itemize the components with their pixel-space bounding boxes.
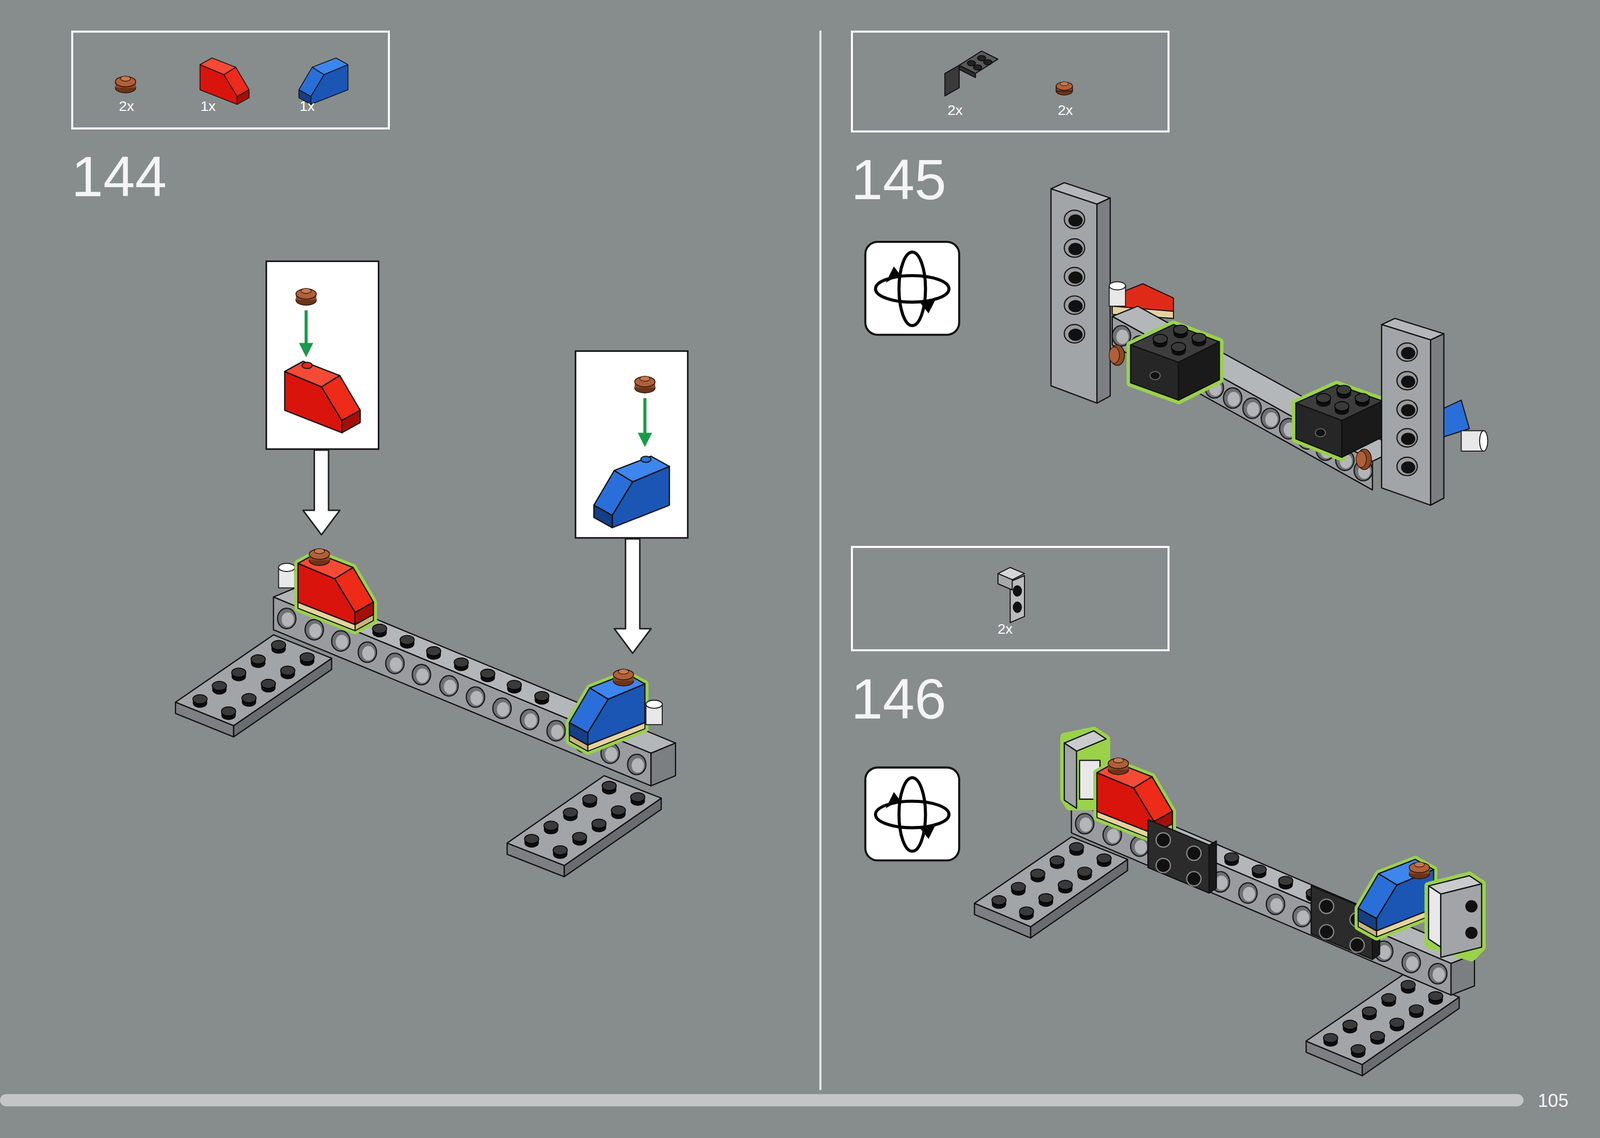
step-number: 145 <box>850 151 947 209</box>
rotate-icon <box>865 241 960 335</box>
parts-list-box: 2x 2x <box>850 30 1170 133</box>
parts-list-box: 2x 1x 1x <box>71 30 390 130</box>
page-number: 105 <box>1537 1091 1569 1111</box>
part-quantity: 1x <box>299 98 315 113</box>
step-146-model <box>974 730 1482 1076</box>
part-quantity: 2x <box>1057 102 1073 117</box>
subassembly-inset <box>575 351 688 654</box>
step-144-model <box>175 548 676 877</box>
progress-bar <box>0 1094 1524 1107</box>
parts-list-box: 2x <box>850 545 1170 651</box>
part-icons <box>115 58 349 105</box>
page-divider <box>819 30 822 1090</box>
part-quantity: 2x <box>947 102 963 117</box>
subassembly-inset <box>266 261 379 535</box>
rotate-icon <box>865 767 960 861</box>
step-number: 144 <box>71 148 167 206</box>
part-icons <box>944 51 1073 96</box>
step-number: 146 <box>850 670 947 728</box>
step-145-model <box>1051 182 1488 506</box>
part-quantity: 2x <box>997 621 1013 636</box>
part-icons <box>997 567 1025 623</box>
part-quantity: 2x <box>118 98 134 113</box>
part-quantity: 1x <box>200 98 216 113</box>
